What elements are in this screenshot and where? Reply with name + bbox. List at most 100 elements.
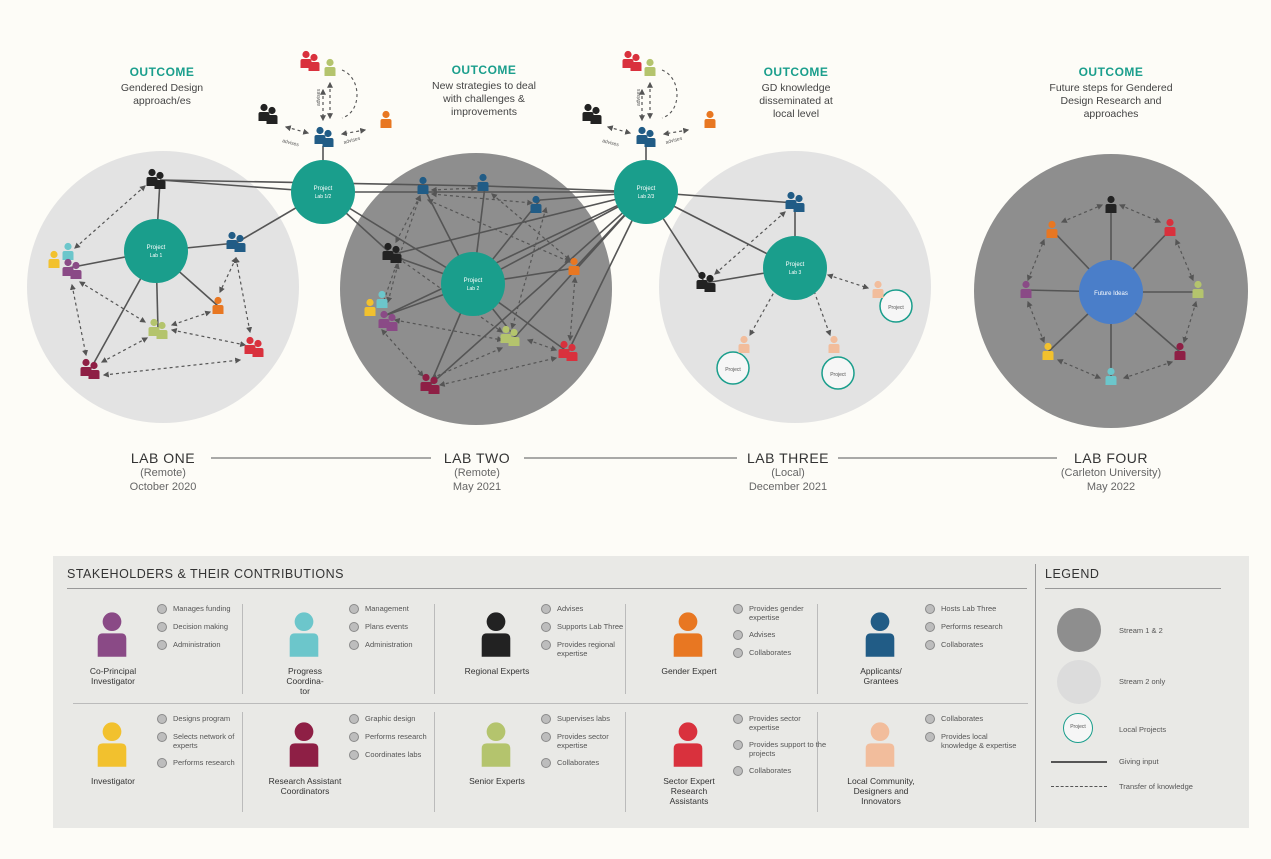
future-ideas-node[interactable]: Future Ideas <box>1079 260 1143 324</box>
stakeholder-person-icon <box>865 612 895 657</box>
outcome-4-text: Future steps for Gendered Design Researc… <box>1021 82 1201 121</box>
project-lab2-node[interactable]: Project Lab 2 <box>441 252 505 316</box>
divider <box>1035 564 1036 822</box>
stakeholder-person-icon <box>865 722 895 767</box>
contribution-item: Advises <box>541 604 641 614</box>
advises-label: advises <box>665 136 683 146</box>
contribution-text: Provides local knowledge & expertise <box>941 732 1017 750</box>
contribution-text: Provides gender expertise <box>749 604 804 622</box>
advises-label: advises <box>343 136 361 146</box>
project-hub-b-sub: Lab 2/3 <box>638 194 655 200</box>
legend-dark-label: Stream 1 & 2 <box>1119 626 1163 635</box>
stakeholder-role-line: tor <box>300 686 310 696</box>
contribution-item: Collaborates <box>541 758 641 768</box>
bullet-icon <box>925 714 935 724</box>
lab-type: (Remote) <box>140 467 186 479</box>
bullet-icon <box>349 714 359 724</box>
lab-type: (Remote) <box>454 467 500 479</box>
project-hub-b-label: Project <box>637 186 656 192</box>
legend-dashed-line <box>1051 786 1107 787</box>
contribution-item: Provides gender expertise <box>733 604 833 622</box>
outcome-3-text: GD knowledge disseminated at local level <box>706 82 886 121</box>
project-hub-b-node[interactable]: Project Lab 2/3 <box>614 160 678 224</box>
stakeholder-role-line: Grantees <box>863 676 899 686</box>
lab-two-label: LAB TWO (Remote) May 2021 <box>402 450 552 494</box>
contribution-text: Administration <box>173 640 221 649</box>
senior-expert-figure <box>644 58 656 76</box>
stakeholder-person-icon <box>673 612 703 657</box>
contribution-item: Advises <box>733 630 833 640</box>
legend-solid-label: Giving input <box>1119 757 1159 766</box>
contribution-item: Coordinates labs <box>349 750 449 760</box>
outcome-4-line: approaches <box>1083 108 1139 120</box>
outcome-4: OUTCOME Future steps for Gendered Design… <box>1021 65 1201 121</box>
local-project-ring[interactable]: Project <box>716 351 750 385</box>
contribution-item: Designs program <box>157 714 257 724</box>
lab-one-circle <box>27 151 299 423</box>
project-lab3-node[interactable]: Project Lab 3 <box>763 236 827 300</box>
contribution-text: Manages funding <box>173 604 231 613</box>
local-project-label: Project <box>830 372 846 378</box>
lab-name: LAB TWO <box>443 450 511 466</box>
contribution-item: Administration <box>349 640 449 650</box>
lab-date: May 2021 <box>452 481 502 493</box>
stakeholder-role-line: Progress <box>287 666 322 676</box>
regional-expert-figure <box>1105 195 1117 213</box>
contribution-item: Provides regional expertise <box>541 640 641 658</box>
senior-expert-figure <box>1192 280 1204 298</box>
lab-name: LAB ONE <box>130 450 196 466</box>
contribution-item: Provides sector expertise <box>733 714 833 732</box>
bullet-icon <box>541 714 551 724</box>
legend-light-label: Stream 2 only <box>1119 677 1166 686</box>
bullet-icon <box>541 640 551 650</box>
bullet-icon <box>733 714 743 724</box>
outcome-3-line: disseminated at <box>759 95 833 107</box>
column-divider <box>625 604 626 694</box>
contribution-text: Performs research <box>173 758 235 767</box>
column-divider <box>817 712 818 812</box>
contribution-text: Collaborates <box>749 766 792 775</box>
stakeholder-role-line: Co-Principal <box>89 666 137 676</box>
local-project-ring[interactable]: Project <box>821 356 855 390</box>
stakeholder-role-line: Senior Experts <box>469 776 525 786</box>
project-hub-a-label: Project <box>314 186 333 192</box>
outcome-1-text: Gendered Design approach/es <box>72 82 252 108</box>
bullet-icon <box>925 732 935 742</box>
lab-date: December 2021 <box>748 481 828 493</box>
stakeholder-role-line: Assistants <box>669 796 709 806</box>
divider <box>1045 588 1221 589</box>
bullet-icon <box>157 604 167 614</box>
outcome-2-line: with challenges & <box>443 93 525 105</box>
legend-local-swatch: Project <box>1063 713 1093 743</box>
outcome-3-line: GD knowledge <box>761 82 831 94</box>
contribution-text: Advises <box>749 630 776 639</box>
applicants-group <box>226 231 246 252</box>
local-community-figure <box>828 335 840 353</box>
project-hub-a-node[interactable]: Project Lab 1/2 <box>291 160 355 224</box>
contribution-item: Collaborates <box>925 714 1025 724</box>
project-lab1-node[interactable]: Project Lab 1 <box>124 219 188 283</box>
regional-experts-group <box>382 242 402 263</box>
investigator-figure <box>364 298 376 316</box>
sector-experts-group <box>300 50 320 71</box>
contribution-item: Provides local knowledge & expertise <box>925 732 1025 750</box>
outcome-3-title: OUTCOME <box>763 65 829 79</box>
ra-coordinator-figure <box>1174 342 1186 360</box>
local-project-ring[interactable]: Project <box>879 289 913 323</box>
outcome-2-title: OUTCOME <box>451 63 517 77</box>
outcome-1: OUTCOME Gendered Design approach/es <box>72 65 252 108</box>
column-divider <box>434 604 435 694</box>
bullet-icon <box>349 604 359 614</box>
stakeholder-role-line: Sector Expert <box>663 776 715 786</box>
bullet-icon <box>157 714 167 724</box>
bullet-icon <box>349 732 359 742</box>
contribution-text: Graphic design <box>365 714 416 723</box>
contribution-text: Collaborates <box>941 640 984 649</box>
gender-expert-figure <box>1046 220 1058 238</box>
